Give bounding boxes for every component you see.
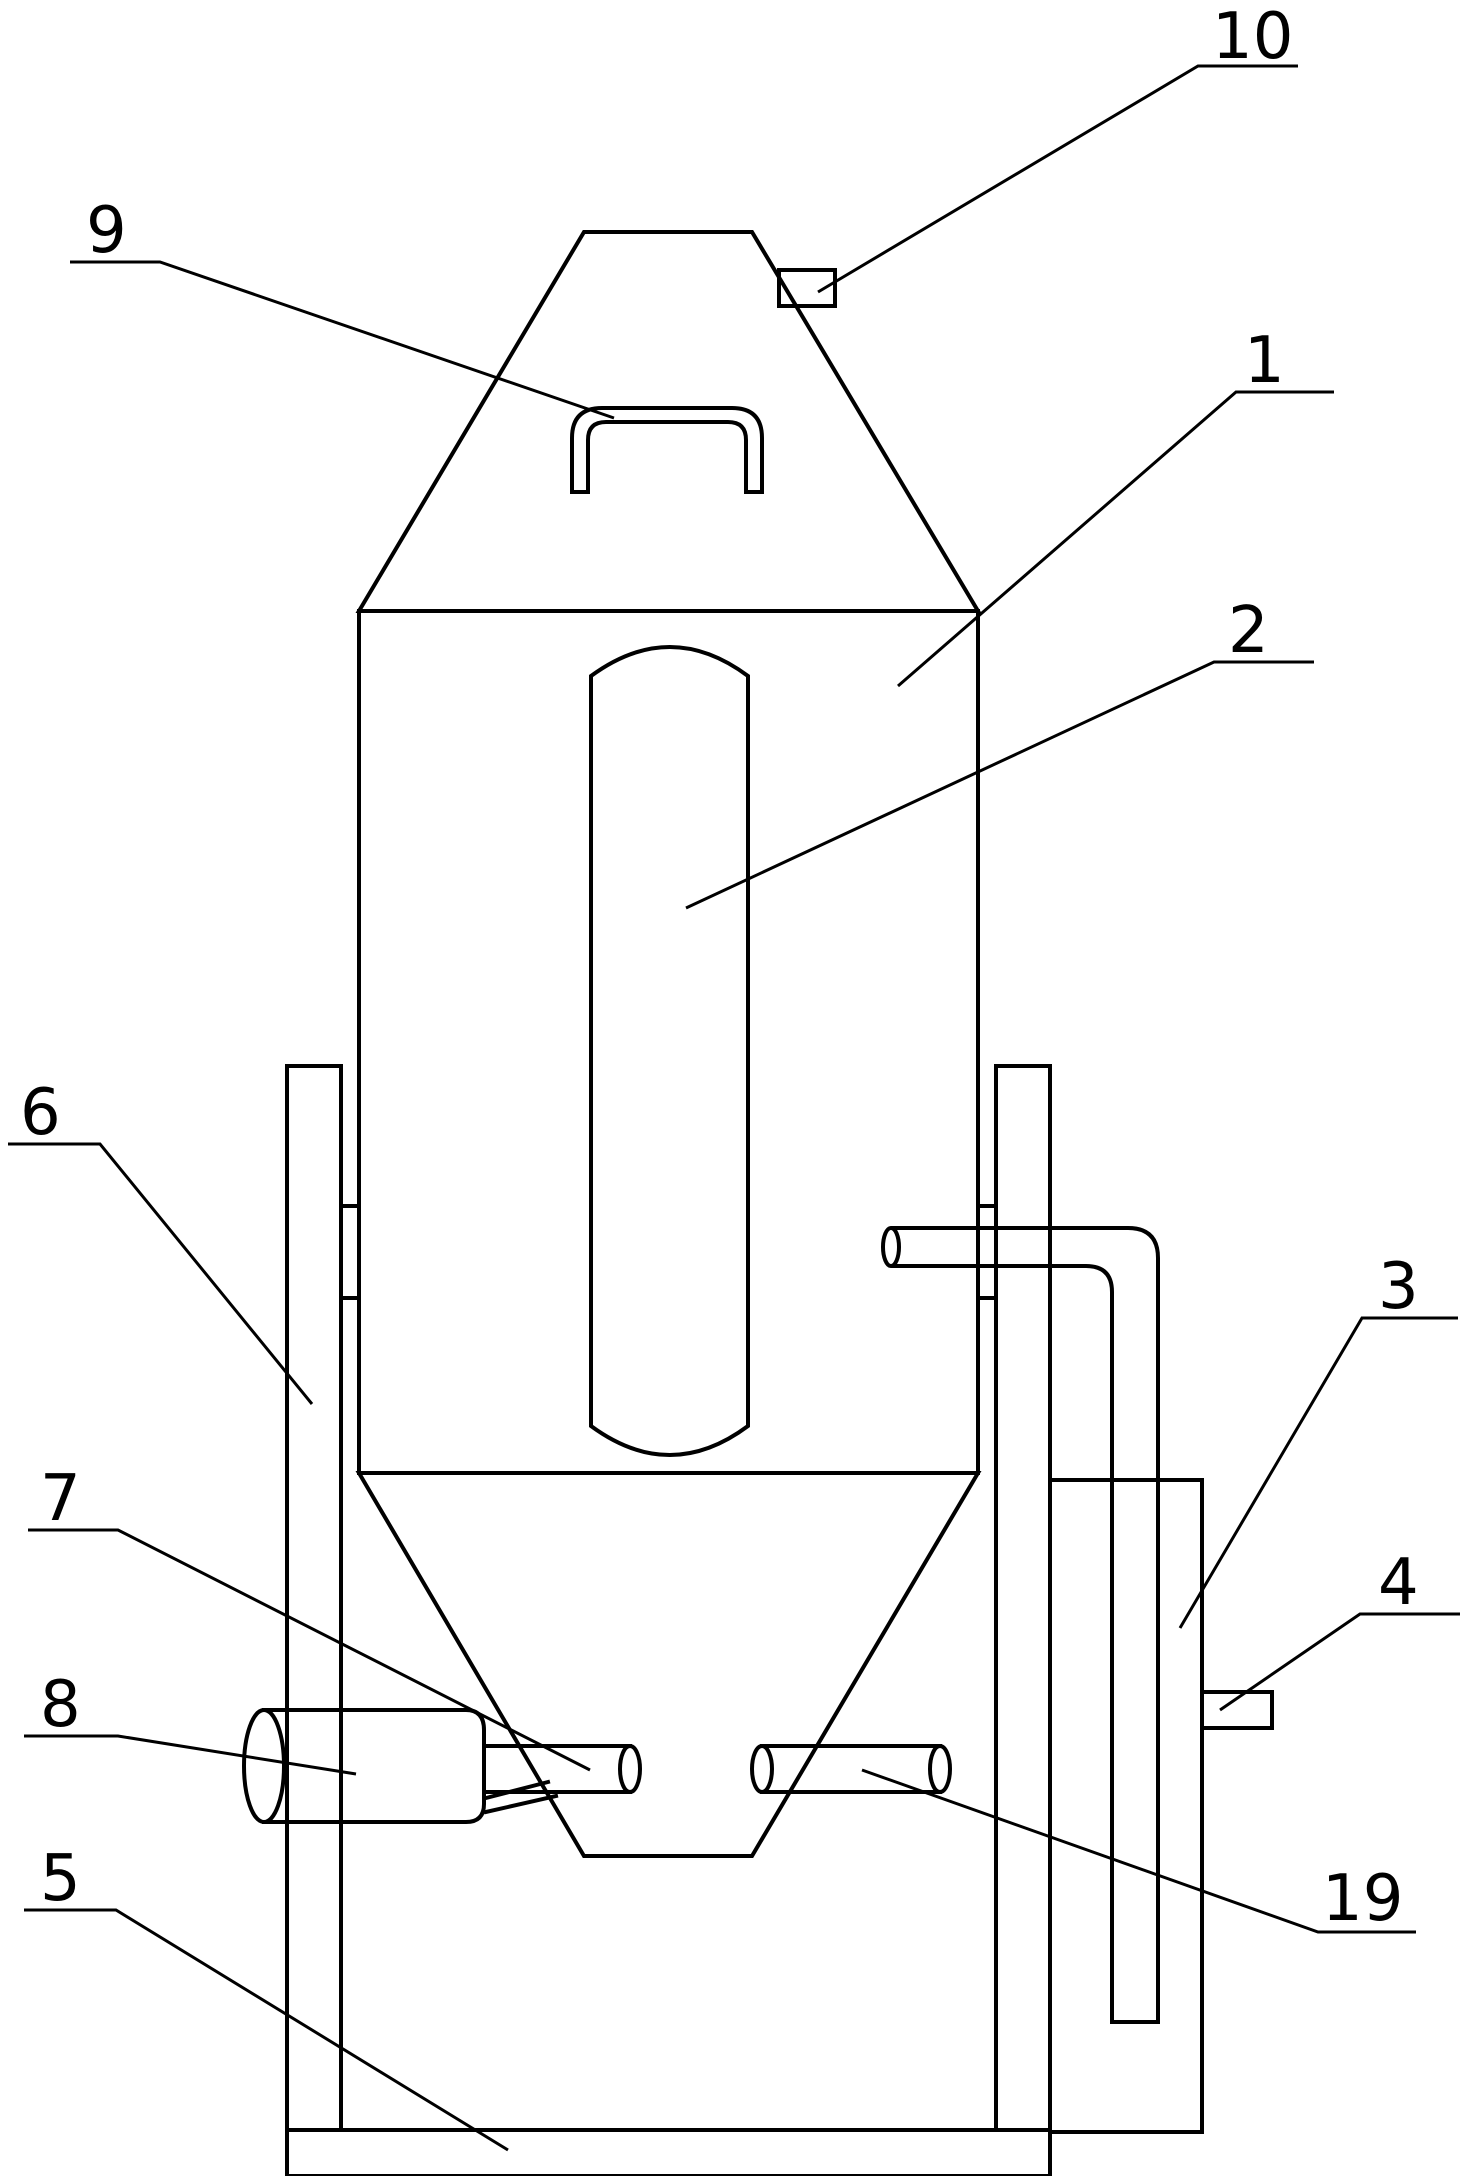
side-outlet-stub xyxy=(1200,1690,1274,1730)
lower-cone xyxy=(355,1471,982,1858)
top-sensor-box xyxy=(777,268,837,308)
label-4: 4 xyxy=(1378,1546,1419,1620)
outlet-pipe xyxy=(760,1744,942,1794)
label-7: 7 xyxy=(40,1462,81,1536)
label-8: 8 xyxy=(40,1668,81,1742)
motor-front xyxy=(242,1708,286,1824)
label-10: 10 xyxy=(1212,0,1293,74)
leader-7 xyxy=(28,1528,591,1772)
outlet-pipe-left-end xyxy=(750,1744,774,1794)
outlet-pipe-right-end xyxy=(928,1744,952,1794)
main-body xyxy=(357,609,980,1475)
lid-handle xyxy=(570,406,764,494)
label-5: 5 xyxy=(40,1842,81,1916)
right-bracket xyxy=(976,1204,998,1300)
leader-4 xyxy=(1219,1612,1460,1712)
leader-8 xyxy=(24,1734,357,1776)
left-support-post xyxy=(285,1064,343,2132)
label-6: 6 xyxy=(20,1076,61,1150)
leader-6 xyxy=(8,1142,314,1405)
label-9: 9 xyxy=(86,194,127,268)
label-1: 1 xyxy=(1244,324,1285,398)
label-2: 2 xyxy=(1228,594,1269,668)
leader-3 xyxy=(1178,1316,1458,1629)
label-3: 3 xyxy=(1378,1250,1419,1324)
leader-10 xyxy=(817,64,1298,294)
side-tank xyxy=(1048,1478,1204,2134)
leader-1 xyxy=(897,390,1334,688)
label-19: 19 xyxy=(1322,1862,1403,1936)
leader-19 xyxy=(861,1768,1416,1934)
right-support-post xyxy=(994,1064,1052,2132)
base-plate xyxy=(285,2128,1052,2176)
inlet-pipe-opening xyxy=(618,1744,642,1794)
leader-5 xyxy=(24,1908,509,2152)
motor-coupling xyxy=(483,1779,559,1815)
sight-window xyxy=(589,645,750,1457)
leader-9 xyxy=(70,260,615,420)
return-pipe xyxy=(891,1226,1160,2024)
leader-2 xyxy=(685,660,1314,910)
return-pipe-opening xyxy=(881,1226,901,1268)
left-bracket xyxy=(339,1204,361,1300)
